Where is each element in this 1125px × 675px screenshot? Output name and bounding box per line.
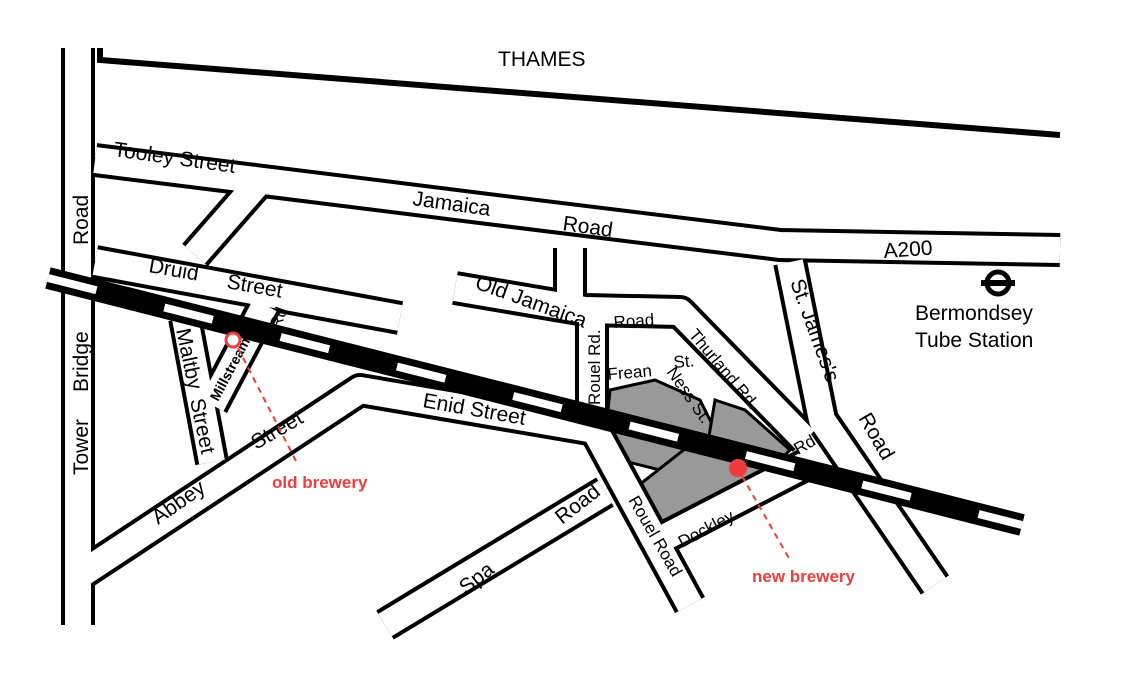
river-label: THAMES [498, 48, 586, 71]
old-brewery-marker[interactable] [224, 331, 242, 349]
station-subtitle: Tube Station [915, 329, 1033, 352]
new-brewery-marker[interactable] [729, 459, 747, 477]
label-frean: Frean [607, 361, 653, 384]
underground-roundel-icon [981, 269, 1015, 297]
label-rouel-rd: Rouel Rd. [585, 329, 604, 405]
label-a200: A200 [883, 237, 934, 263]
label-tower-bridge: Bridge [70, 331, 93, 392]
station-name: Bermondsey [915, 302, 1033, 325]
label-tower: Tower [70, 419, 93, 475]
new-brewery-label: new brewery [752, 567, 856, 586]
roads [61, 48, 1061, 640]
new-brewery-leader [741, 475, 791, 561]
thames-bank [97, 48, 1061, 138]
label-frean-st: St. [673, 351, 695, 372]
railway-dashes [47, 274, 1023, 529]
label-tower-road: Road [70, 195, 93, 245]
old-brewery-label: old brewery [272, 473, 368, 492]
label-rouel-road-short: Road [613, 310, 655, 332]
